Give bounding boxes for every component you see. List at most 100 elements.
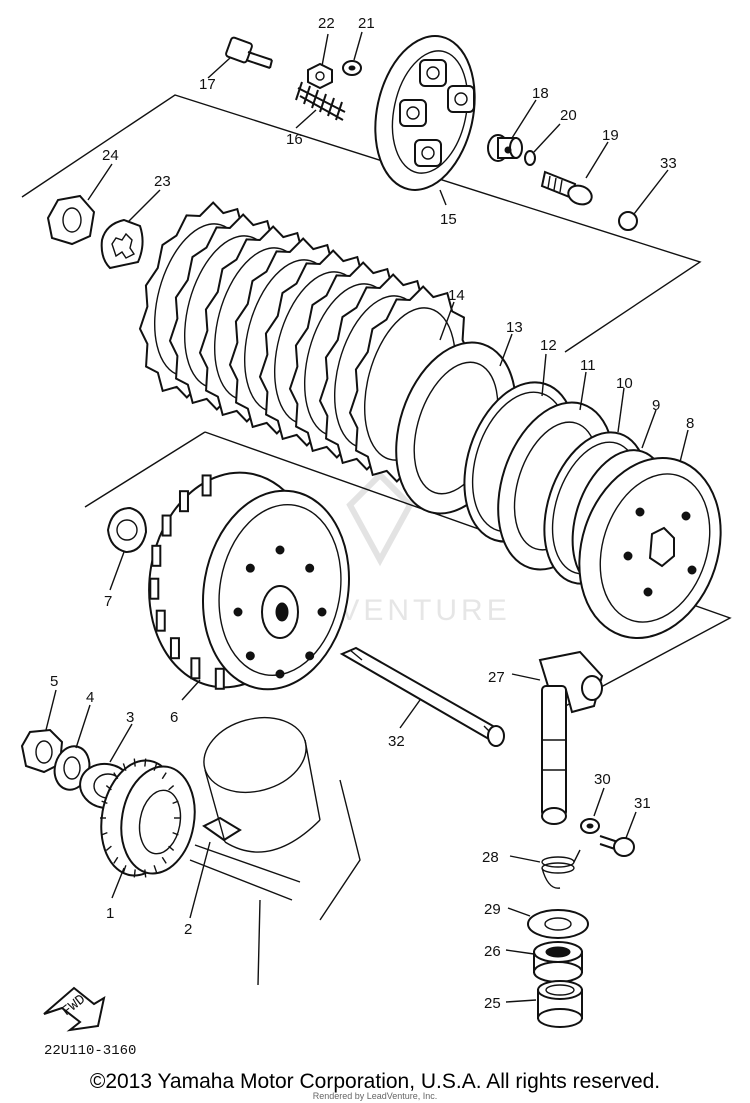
spring-16 [295, 81, 346, 121]
callout-23: 23 [154, 173, 171, 190]
push-rod-19 [540, 170, 593, 206]
housing-slot [161, 514, 172, 537]
housing-slot [151, 544, 162, 567]
callouts: 17 22 21 16 15 18 20 19 33 24 23 14 13 1… [50, 15, 694, 1012]
housing-hole [245, 563, 255, 573]
bearing-25 [537, 980, 583, 1028]
callout-28: 28 [482, 849, 499, 866]
nut-22 [307, 62, 333, 90]
gear-tooth [113, 772, 119, 780]
housing-hole [305, 563, 315, 573]
diagram-code: 22U110-3160 [44, 1043, 136, 1059]
gear-tooth [161, 856, 167, 864]
callout-7: 7 [104, 593, 112, 610]
drive-gear-1 [100, 758, 196, 878]
callout-14: 14 [448, 287, 465, 304]
housing-slot [190, 657, 201, 680]
gear-tooth [153, 865, 158, 873]
leader-lines [45, 31, 689, 1003]
gear-tooth [153, 763, 158, 771]
callout-30: 30 [594, 771, 611, 788]
housing-hole [317, 607, 327, 617]
callout-8: 8 [686, 415, 694, 432]
crankshaft-sketch [189, 717, 361, 986]
push-rod-32 [339, 646, 505, 747]
gear-tooth [168, 785, 175, 791]
seal-26 [533, 941, 583, 983]
callout-22: 22 [318, 15, 335, 32]
callout-9: 9 [652, 397, 660, 414]
gear-tooth [144, 869, 147, 878]
housing-hole [305, 651, 315, 661]
forward-arrow: FWD [43, 986, 106, 1032]
housing-hole [275, 545, 285, 555]
washer-29 [527, 909, 589, 939]
pressure-plate-15 [374, 35, 476, 191]
gear-tooth [172, 800, 179, 805]
washer-7 [106, 506, 148, 554]
callout-24: 24 [102, 147, 119, 164]
spring-28 [541, 849, 581, 889]
callout-11: 11 [580, 357, 596, 374]
callout-12: 12 [540, 337, 557, 354]
gear-tooth [122, 865, 127, 873]
housing-hole [245, 651, 255, 661]
callout-5: 5 [50, 673, 58, 690]
callout-16: 16 [286, 131, 303, 148]
callout-32: 32 [388, 733, 405, 750]
gear-tooth [113, 856, 119, 864]
housing-slot [178, 490, 189, 513]
callout-25: 25 [484, 995, 501, 1012]
copyright-notice: ©2013 Yamaha Motor Corporation, U.S.A. A… [89, 1070, 661, 1093]
callout-21: 21 [358, 15, 375, 32]
gear-tooth [133, 758, 136, 767]
callout-27: 27 [488, 669, 505, 686]
push-lever-27 [538, 650, 604, 825]
callout-4: 4 [86, 689, 94, 706]
housing-slot [169, 637, 180, 660]
gear-tooth [144, 758, 147, 767]
push-piece-18 [487, 134, 523, 162]
clutch-plate-stack [138, 201, 472, 483]
screw-31 [599, 835, 635, 857]
gear-tooth [172, 831, 179, 836]
gear-tooth [101, 800, 108, 805]
housing-slot [214, 667, 225, 690]
callout-29: 29 [484, 901, 501, 918]
callout-10: 10 [616, 375, 633, 392]
housing-slot [201, 474, 212, 497]
gear-tooth [105, 785, 112, 791]
gear-tooth [168, 845, 175, 851]
rendered-by-credit: Rendered by LeadVenture, Inc. [312, 1091, 438, 1101]
callout-31: 31 [634, 795, 651, 812]
callout-1: 1 [106, 905, 114, 922]
callout-26: 26 [484, 943, 501, 960]
callout-3: 3 [126, 709, 134, 726]
nut-24 [46, 194, 96, 246]
gear-tooth [105, 845, 112, 851]
callout-17: 17 [199, 76, 216, 93]
callout-18: 18 [532, 85, 549, 102]
gear-tooth [122, 763, 127, 771]
gear-tooth [133, 869, 136, 878]
housing-hole [275, 669, 285, 679]
gear-tooth [101, 831, 108, 836]
clutch-boss-8 [578, 457, 722, 639]
callout-20: 20 [560, 107, 577, 124]
housing-hole [233, 607, 243, 617]
gear-tooth [161, 772, 167, 780]
callout-6: 6 [170, 709, 178, 726]
washer-30 [580, 818, 600, 834]
washer-21 [342, 60, 362, 76]
callout-13: 13 [506, 319, 523, 336]
callout-15: 15 [440, 211, 457, 228]
callout-19: 19 [602, 127, 619, 144]
bolt-17 [225, 36, 273, 69]
callout-33: 33 [660, 155, 677, 172]
housing-slot [155, 609, 166, 632]
lock-washer-23 [100, 218, 144, 270]
o-ring-20 [524, 150, 536, 166]
clutch-housing-6 [148, 471, 351, 691]
callout-2: 2 [184, 921, 192, 938]
